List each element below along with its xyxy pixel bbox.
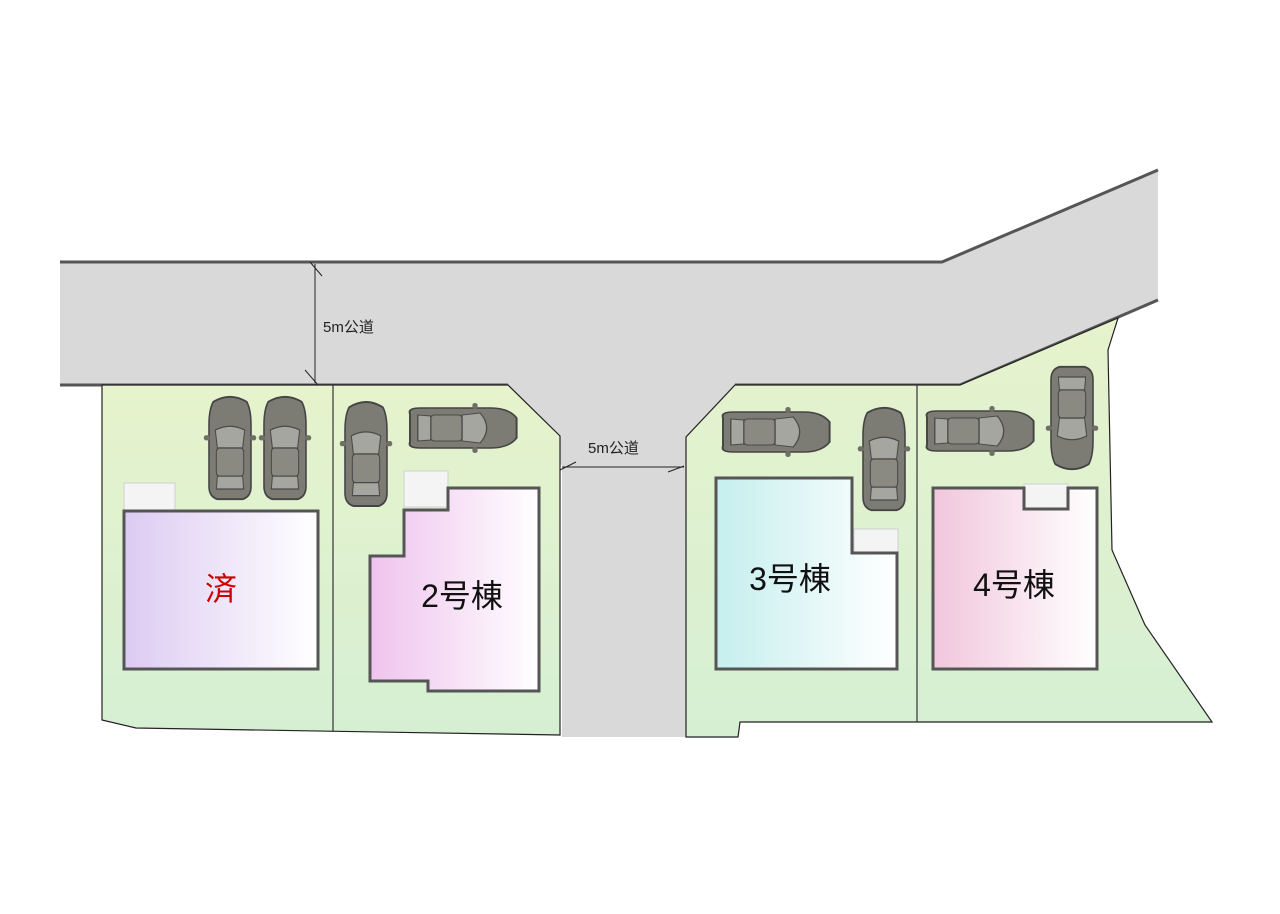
car-icon [338, 401, 394, 507]
house-footprint-2 [368, 486, 541, 693]
porch-4 [1023, 483, 1069, 510]
north-public-road [60, 170, 1158, 737]
porch-2 [403, 470, 449, 508]
porch-3 [853, 528, 899, 553]
house-footprint-3 [714, 476, 899, 671]
car-icon [856, 406, 912, 512]
north-road-label: 5m公道 [323, 319, 374, 336]
car-icon [257, 395, 313, 501]
road-dimension-access: 5m公道 [559, 440, 685, 473]
house-footprint-4 [931, 486, 1099, 671]
road-dimension-north: 5m公道 [304, 261, 374, 386]
house-lot-3[interactable]: 3号棟 [714, 476, 899, 671]
porch-1 [123, 482, 176, 512]
sold-label: 済 [205, 571, 237, 607]
car-icon [1044, 365, 1100, 471]
car-icon [925, 405, 1035, 457]
car-icon [721, 406, 831, 458]
house-label-3: 3号棟 [749, 561, 831, 597]
house-label-2: 2号棟 [421, 578, 503, 614]
house-footprint-1 [122, 509, 320, 671]
house-lot-4[interactable]: 4号棟 [931, 483, 1099, 671]
car-icon [408, 402, 518, 454]
house-lot-2[interactable]: 2号棟 [368, 470, 541, 693]
access-road-label: 5m公道 [588, 440, 639, 457]
car-icon [202, 395, 258, 501]
house-lot-1[interactable]: 済 [122, 482, 320, 671]
road-edge-top [60, 168, 1159, 264]
house-label-4: 4号棟 [973, 567, 1055, 603]
